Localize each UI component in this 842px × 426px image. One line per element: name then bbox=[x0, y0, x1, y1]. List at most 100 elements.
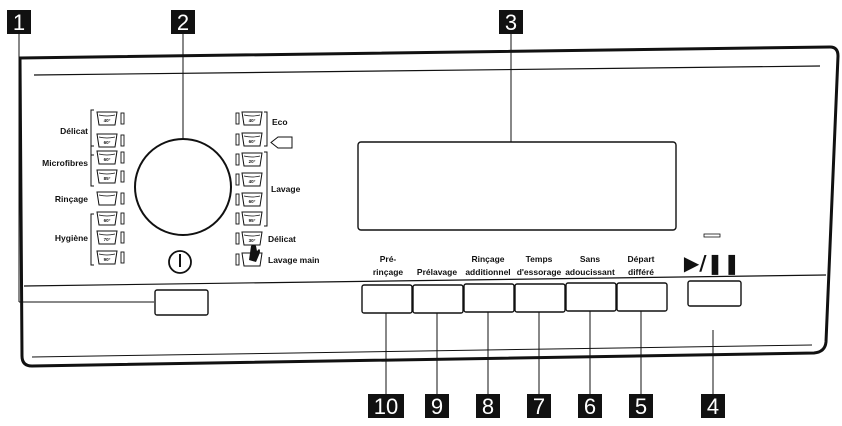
temp-label: 40° bbox=[249, 179, 256, 184]
temp-label: 60° bbox=[104, 140, 111, 145]
temp-label: 60° bbox=[104, 157, 111, 162]
tub-icon: 40° bbox=[241, 172, 263, 187]
power-icon[interactable] bbox=[168, 250, 192, 274]
temp-label: 40° bbox=[249, 118, 256, 123]
program-selector-dial[interactable] bbox=[134, 138, 232, 236]
depart-differe-button[interactable] bbox=[616, 282, 668, 312]
temp-label: 60° bbox=[249, 139, 256, 144]
tub-icon: 40° bbox=[241, 111, 263, 126]
indicator-led bbox=[235, 173, 240, 186]
right-brackets bbox=[264, 111, 268, 227]
tub-icon: 85° bbox=[96, 169, 118, 184]
prelavage-label: Prélavage bbox=[417, 267, 457, 277]
pre-rincage-label-line1: Pré- bbox=[380, 254, 397, 264]
temps-essorage-button[interactable] bbox=[514, 283, 566, 313]
indicator-led bbox=[235, 212, 240, 225]
callout-6-text: 6 bbox=[584, 394, 596, 419]
tub-icon: 60° bbox=[96, 133, 118, 148]
callout-2: 2 bbox=[171, 10, 195, 35]
indicator-led bbox=[120, 251, 125, 264]
panel-outline bbox=[18, 45, 840, 368]
indicator-led bbox=[235, 153, 240, 166]
depart-differe-label-line2: différé bbox=[628, 267, 654, 277]
tub-icon: 90° bbox=[96, 250, 118, 265]
sans-adoucissant-button[interactable] bbox=[565, 282, 617, 312]
leader-lines bbox=[18, 22, 714, 395]
left-brackets bbox=[90, 109, 94, 266]
callout-8-text: 8 bbox=[482, 394, 494, 419]
callout-5: 5 bbox=[629, 394, 653, 419]
callout-6: 6 bbox=[578, 394, 602, 419]
callout-1-text: 1 bbox=[13, 10, 25, 35]
tub-icon: 70° bbox=[96, 230, 118, 245]
indicator-led bbox=[120, 231, 125, 244]
sans-adoucissant-label: Sans adoucissant bbox=[565, 254, 615, 277]
callout-3-text: 3 bbox=[505, 10, 517, 35]
callout-1: 1 bbox=[7, 10, 31, 35]
callout-3: 3 bbox=[499, 10, 523, 35]
callout-10: 10 bbox=[368, 394, 404, 419]
temp-label: 85° bbox=[104, 176, 111, 181]
tub-icon bbox=[96, 191, 118, 206]
pre-rincage-label-line2: rinçage bbox=[373, 267, 404, 277]
depart-differe-label-line1: Départ bbox=[628, 254, 655, 264]
indicator-led bbox=[235, 193, 240, 206]
temp-label: 40° bbox=[104, 118, 111, 123]
tub-icon: 30° bbox=[241, 231, 263, 246]
temps-essorage-label-line2: d'essorage bbox=[517, 267, 562, 277]
tub-icon: 60° bbox=[241, 192, 263, 207]
rincage-additionnel-label: Rinçage additionnel bbox=[465, 254, 510, 277]
tub-icon: 95° bbox=[241, 211, 263, 226]
temps-essorage-label-line1: Temps bbox=[526, 254, 553, 264]
callout-5-text: 5 bbox=[635, 394, 647, 419]
sans-adoucissant-label-line2: adoucissant bbox=[565, 267, 615, 277]
callout-7: 7 bbox=[527, 394, 551, 419]
indicator-led bbox=[235, 112, 240, 125]
temp-label: 60° bbox=[104, 218, 111, 223]
detergent-drawer-handle[interactable] bbox=[154, 289, 209, 316]
sans-adoucissant-label-line1: Sans bbox=[580, 254, 601, 264]
callout-9: 9 bbox=[425, 394, 449, 419]
hand-wash-icon bbox=[241, 244, 263, 267]
temp-label: 70° bbox=[104, 237, 111, 242]
program-eco-label: Eco bbox=[272, 117, 288, 127]
display-screen bbox=[357, 141, 677, 231]
indicator-led bbox=[235, 133, 240, 146]
tub-icon: 60° bbox=[241, 132, 263, 147]
callout-4-text: 4 bbox=[707, 394, 719, 419]
rincage-additionnel-label-line2: additionnel bbox=[465, 267, 510, 277]
callout-2-text: 2 bbox=[177, 10, 189, 35]
temp-label: 90° bbox=[104, 257, 111, 262]
temp-label: 30° bbox=[249, 238, 256, 243]
pre-rincage-button[interactable] bbox=[361, 284, 413, 314]
start-pause-icon: ▶/❚❚ bbox=[684, 251, 740, 275]
callout-10-text: 10 bbox=[374, 394, 398, 419]
start-pause-button[interactable] bbox=[687, 280, 742, 307]
temp-label: 95° bbox=[249, 218, 256, 223]
indicator-led bbox=[120, 212, 125, 225]
rincage-additionnel-button[interactable] bbox=[463, 283, 515, 313]
program-microfibres-label: Microfibres bbox=[42, 158, 88, 168]
tub-icon: 60° bbox=[96, 211, 118, 226]
program-delicat-label: Délicat bbox=[60, 126, 88, 136]
temps-essorage-label: Temps d'essorage bbox=[517, 254, 562, 277]
callout-8: 8 bbox=[476, 394, 500, 419]
prelavage-button[interactable] bbox=[412, 284, 464, 314]
indicator-led bbox=[235, 253, 240, 266]
indicator-led bbox=[120, 151, 125, 164]
temp-label: 60° bbox=[249, 199, 256, 204]
indicator-led bbox=[120, 112, 125, 125]
program-delicat-right-label: Délicat bbox=[268, 234, 296, 244]
program-hygiene-label: Hygiène bbox=[55, 233, 88, 243]
start-pause-indicator bbox=[703, 233, 721, 238]
rincage-additionnel-label-line1: Rinçage bbox=[471, 254, 504, 264]
callout-7-text: 7 bbox=[533, 394, 545, 419]
tub-icon: 20° bbox=[241, 152, 263, 167]
temp-label: 20° bbox=[249, 159, 256, 164]
indicator-led bbox=[235, 232, 240, 245]
callout-9-text: 9 bbox=[431, 394, 443, 419]
depart-differe-label: Départ différé bbox=[628, 254, 655, 277]
tub-icon: 60° bbox=[96, 150, 118, 165]
program-lavage-main-label: Lavage main bbox=[268, 255, 320, 265]
